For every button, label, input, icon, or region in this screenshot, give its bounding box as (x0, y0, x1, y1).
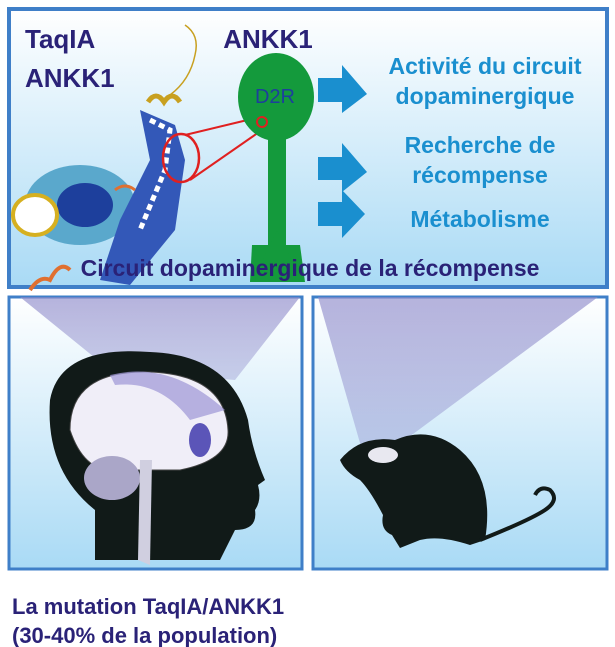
protein-label-line1: TaqIA (25, 24, 96, 54)
mutation-caption-line2: (30-40% de la population) (12, 623, 277, 647)
effect-3: Métabolisme (410, 206, 549, 232)
arrow-icon (318, 143, 367, 192)
protein-label-line2: ANKK1 (25, 63, 115, 93)
arrow-icon (318, 190, 365, 238)
mutation-highlight (161, 132, 201, 184)
mutation-caption-line1: La mutation TaqIA/ANKK1 (12, 594, 284, 619)
reward-circuit-panel: TaqIA ANKK1 ANKK1 D2R (7, 7, 609, 292)
effect-2-line2: récompense (412, 162, 548, 188)
human-brain-panel (7, 295, 304, 571)
effect-1-line2: dopaminergique (396, 83, 575, 109)
neuron-icon (238, 53, 314, 282)
circuit-caption: Circuit dopaminergique de la récompense (81, 255, 540, 281)
effect-1-line1: Activité du circuit (389, 53, 582, 79)
neuron-title: ANKK1 (223, 24, 313, 54)
receptor-label: D2R (255, 86, 295, 108)
effect-2-line1: Recherche de (405, 132, 556, 158)
cerebellum (84, 456, 140, 500)
arrow-icon (318, 65, 367, 113)
mouse-silhouette (340, 434, 488, 548)
mouse-brain-panel (311, 295, 609, 571)
